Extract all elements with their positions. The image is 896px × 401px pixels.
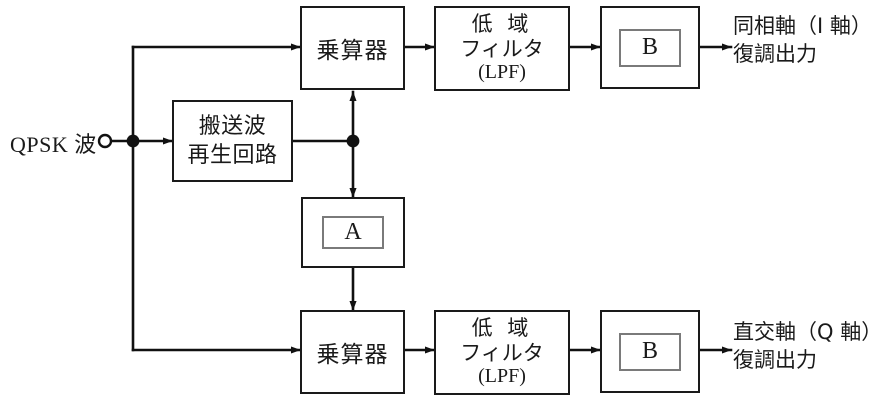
block-carrier-recovery: 搬送波 再生回路 <box>172 100 293 182</box>
block-lpf-bottom-line3: (LPF) <box>478 365 526 388</box>
output-label-q-axis-line2: 復調出力 <box>733 348 817 373</box>
block-lpf-top-line1: 低 域 <box>471 11 533 36</box>
block-multiplier-top: 乗算器 <box>300 6 405 90</box>
block-b-top-label: B <box>641 34 658 60</box>
input-terminal-open-circle <box>97 133 113 149</box>
block-lpf-bottom: 低 域 フィルタ (LPF) <box>434 310 570 395</box>
output-label-i-axis: 同相軸（I 軸） 復調出力 <box>733 12 872 69</box>
block-a: A <box>301 197 405 268</box>
block-b-top: B <box>600 6 700 89</box>
output-label-i-axis-line1: 同相軸（I 軸） <box>733 14 872 38</box>
junction-dot-input <box>126 134 140 148</box>
output-label-q-axis-line1: 直交軸（Q 軸） <box>733 320 883 344</box>
block-lpf-top: 低 域 フィルタ (LPF) <box>434 6 570 91</box>
block-b-top-inner-box: B <box>619 28 681 67</box>
block-lpf-top-line3: (LPF) <box>478 61 526 84</box>
block-carrier-recovery-line2: 再生回路 <box>187 143 278 168</box>
block-multiplier-top-label: 乗算器 <box>316 38 389 64</box>
output-label-i-axis-line2: 復調出力 <box>733 42 817 67</box>
block-lpf-bottom-line2: フィルタ <box>460 340 544 365</box>
block-lpf-top-line2: フィルタ <box>460 36 544 61</box>
block-b-bottom: B <box>600 310 700 393</box>
output-label-q-axis: 直交軸（Q 軸） 復調出力 <box>733 318 882 375</box>
junction-dot-carrier <box>346 134 360 148</box>
block-a-label: A <box>344 219 362 245</box>
block-b-bottom-label: B <box>641 338 658 364</box>
block-carrier-recovery-line1: 搬送波 <box>198 113 267 139</box>
block-multiplier-bottom: 乗算器 <box>300 310 405 394</box>
input-label: QPSK 波 <box>10 132 97 157</box>
block-b-bottom-inner-box: B <box>619 332 681 371</box>
block-lpf-bottom-line1: 低 域 <box>471 315 533 340</box>
block-multiplier-bottom-label: 乗算器 <box>316 342 389 368</box>
block-a-inner-box: A <box>322 216 384 249</box>
